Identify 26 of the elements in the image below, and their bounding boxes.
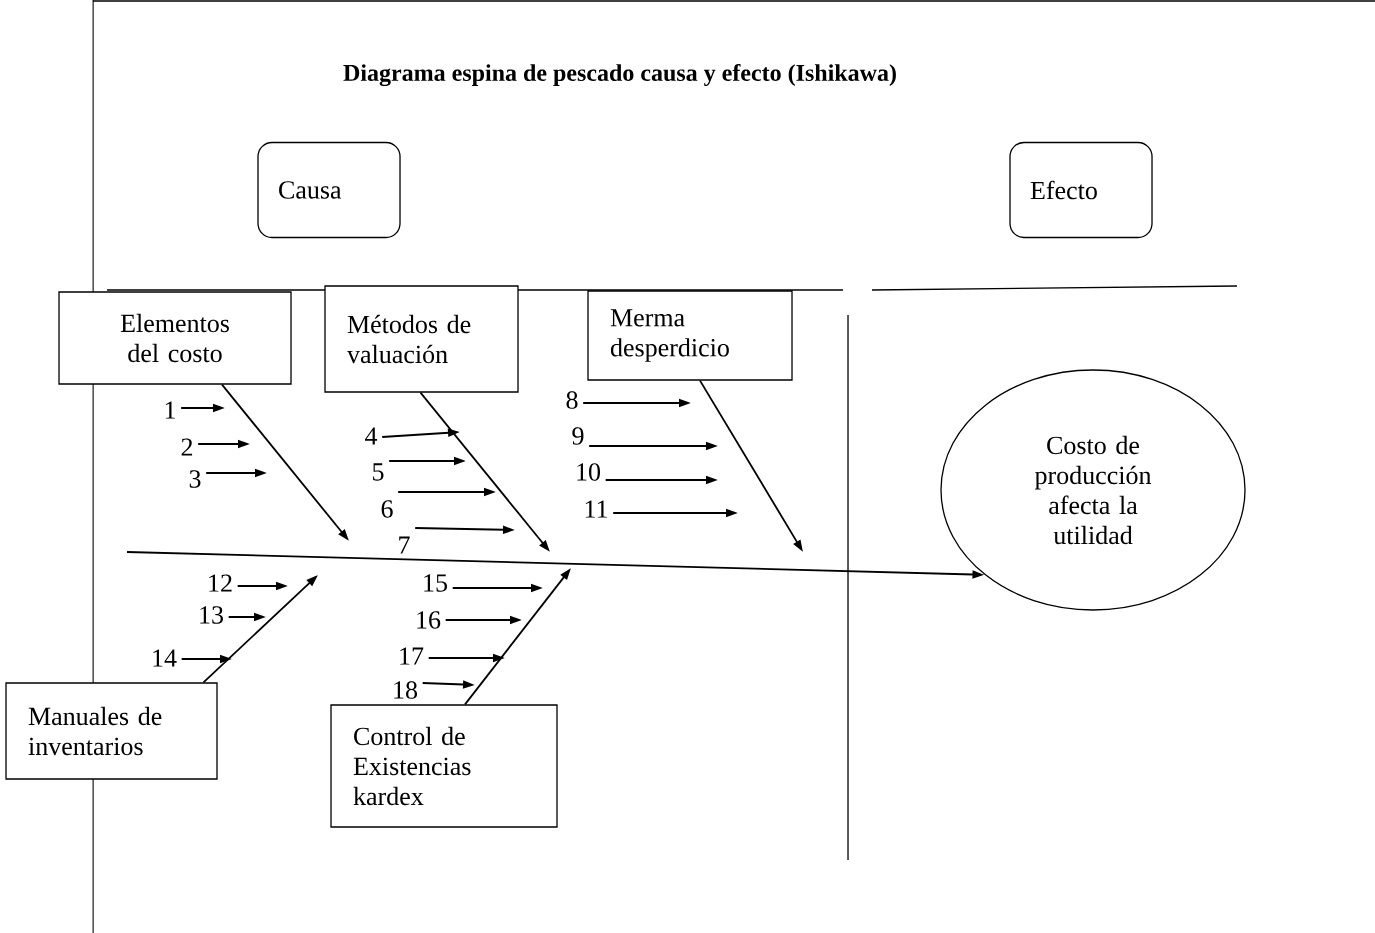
cause-number: 6 [381, 500, 393, 518]
cause-number: 11 [585, 500, 607, 518]
category-box: Merma desperdicio [587, 290, 793, 381]
category-box: Control de Existencias kardex [330, 704, 558, 828]
cause-number: 9 [572, 427, 584, 445]
cause-number: 16 [417, 611, 441, 629]
cause-number: 17 [400, 647, 424, 665]
cause-number: 8 [566, 391, 578, 409]
cause-number: 1 [165, 401, 175, 419]
cause-number: 7 [399, 536, 410, 554]
title: Diagrama espina de pescado causa y efecto (Ishikawa) [343, 63, 896, 87]
cause-number: 10 [577, 463, 600, 481]
cause-number: 12 [209, 574, 232, 592]
cause-number: 18 [394, 681, 417, 699]
cause-number: 5 [373, 463, 384, 481]
cause-number: 14 [153, 649, 177, 667]
heading-box: Efecto [1009, 141, 1153, 239]
cause-number: 15 [424, 574, 447, 592]
cause-number: 13 [200, 606, 223, 624]
category-box: Métodos de valuación [324, 285, 519, 393]
category-box: Manuales de inventarios [5, 682, 218, 780]
cause-number: 2 [181, 438, 193, 456]
heading-box: Causa [257, 141, 401, 239]
cause-number: 3 [189, 470, 201, 488]
cause-number: 4 [365, 427, 378, 445]
category-box: Elementos del costo [58, 291, 292, 385]
